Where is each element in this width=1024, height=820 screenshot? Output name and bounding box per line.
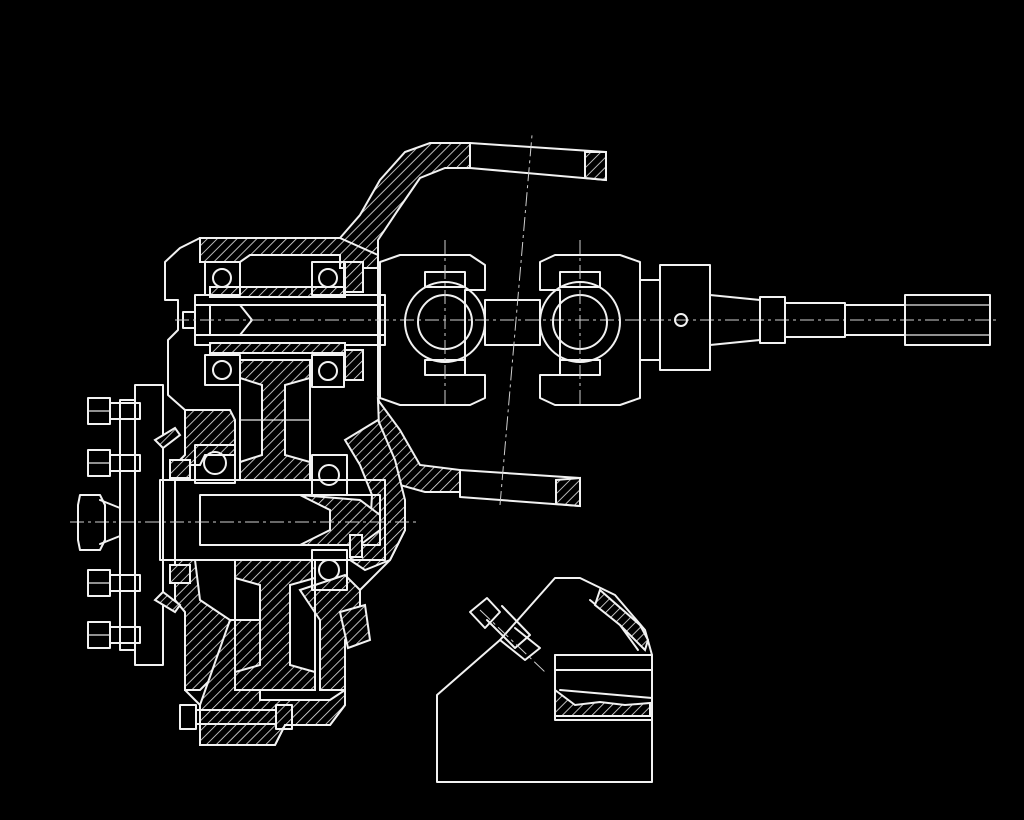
lower-shaft [70,444,420,591]
upper-gear [239,359,311,481]
flange-bolts [87,397,372,730]
upper-shaft [175,286,1000,354]
bolt-1 [87,397,141,425]
detail-view [436,577,653,783]
drive-shaft [639,264,991,371]
output-flange [77,384,182,666]
bolt-4 [87,621,141,649]
universal-joint-right [539,240,641,406]
bolt-5 [179,704,293,730]
side-plug [338,603,372,650]
bolt-3 [87,569,141,597]
bolt-2 [87,449,141,477]
joint-connector [484,134,541,506]
universal-joint-left [379,240,486,406]
upper-bearing-right [311,261,364,388]
